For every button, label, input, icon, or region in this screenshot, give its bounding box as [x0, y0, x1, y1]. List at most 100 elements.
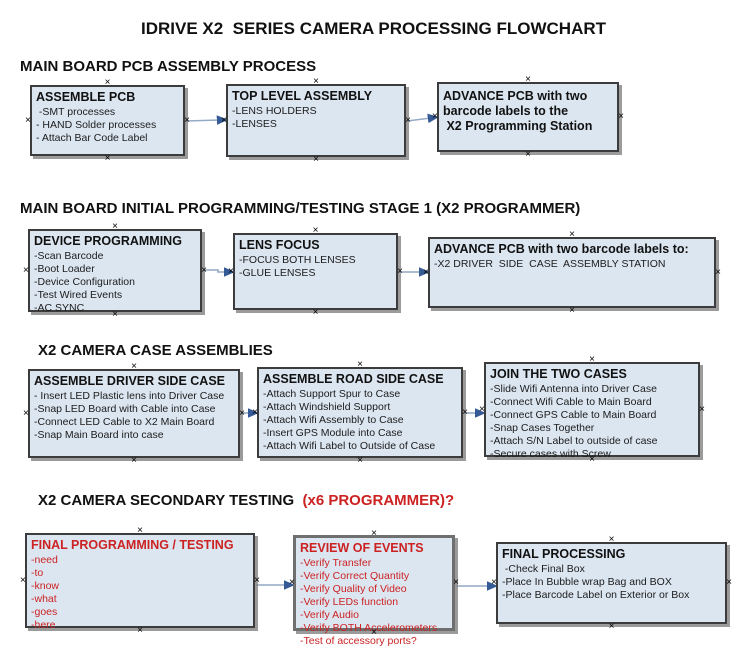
box-title: DEVICE PROGRAMMING — [34, 234, 182, 248]
box-title: ADVANCE PCB with two barcode labels to: — [434, 242, 689, 256]
box-title: TOP LEVEL ASSEMBLY — [232, 89, 373, 103]
box-item: -Verify Correct Quantity — [300, 570, 410, 582]
section-header-initial-programming: MAIN BOARD INITIAL PROGRAMMING/TESTING S… — [20, 200, 580, 218]
connection-handle-icon: × — [491, 577, 497, 588]
box-join-the-two-cases[interactable]: JOIN THE TWO CASES -Slide Wifi Antenna i… — [479, 355, 705, 465]
box-title: REVIEW OF EVENTS — [300, 541, 424, 555]
box-item: -SMT processes — [36, 106, 116, 118]
box-item: -Device Configuration — [34, 276, 135, 288]
box-item: -Attach S/N Label to outside of case — [490, 435, 658, 447]
connector-arrow[interactable] — [406, 113, 439, 124]
box-advance-pcb-to-programming-station[interactable]: ADVANCE PCB with two barcode labels to t… — [432, 75, 624, 160]
box-assemble-driver-side-case[interactable]: ASSEMBLE DRIVER SIDE CASE - Insert LED P… — [23, 362, 245, 466]
box-item: -Verify Quality of Video — [300, 583, 407, 595]
box-item: -Place Barcode Label on Exterior or Box — [502, 589, 690, 601]
box-advance-pcb-to-case-assembly[interactable]: ADVANCE PCB with two barcode labels to: … — [423, 230, 721, 316]
box-item: -Boot Loader — [34, 263, 95, 275]
box-items: - Insert LED Plastic lens into Driver Ca… — [34, 390, 234, 442]
box-item: -to — [31, 567, 44, 579]
box-items: -Check Final Box-Place In Bubble wrap Ba… — [502, 563, 721, 602]
box-title: ASSEMBLE PCB — [36, 90, 136, 104]
box-title: ASSEMBLE ROAD SIDE CASE — [263, 372, 444, 386]
connection-handle-icon: × — [462, 406, 468, 418]
box-item: -Insert GPS Module into Case — [263, 427, 403, 439]
box-item: -know — [31, 580, 60, 592]
connection-handle-icon: × — [254, 574, 260, 586]
connection-handle-icon: × — [313, 76, 319, 87]
box-item: -need — [31, 554, 58, 566]
page-title: IDRIVE X2 SERIES CAMERA PROCESSING FLOWC… — [140, 19, 607, 38]
connection-handle-icon: × — [453, 577, 459, 588]
box-assemble-pcb[interactable]: ASSEMBLE PCB -SMT processes- HAND Solder… — [25, 78, 190, 164]
box-device-programming[interactable]: DEVICE PROGRAMMING -Scan Barcode-Boot Lo… — [23, 222, 207, 320]
box-item: -Verify LEDs function — [300, 596, 399, 608]
connection-handle-icon: × — [239, 407, 245, 419]
box-item: -Attach Windshield Support — [263, 401, 391, 413]
connection-handle-icon: × — [184, 114, 190, 126]
connection-handle-icon: × — [371, 528, 377, 539]
box-final-processing[interactable]: FINAL PROCESSING -Check Final Box-Place … — [491, 535, 732, 632]
connector-arrow[interactable] — [185, 115, 228, 125]
box-item: -Connect LED Cable to X2 Main Board — [34, 416, 215, 428]
connection-handle-icon: × — [252, 406, 258, 418]
connection-handle-icon: × — [608, 534, 615, 545]
box-items: -SMT processes- HAND Solder processes- A… — [36, 106, 179, 145]
section-header-accent: (x6 PROGRAMMER)? — [302, 492, 455, 509]
connection-handle-icon: × — [479, 403, 485, 415]
connection-handle-icon: × — [228, 265, 234, 277]
connection-handle-icon: × — [131, 455, 137, 466]
box-title: LENS FOCUS — [239, 238, 320, 252]
box-items: -Slide Wifi Antenna into Driver Case-Con… — [490, 383, 694, 461]
box-item: -Check Final Box — [502, 563, 585, 575]
box-review-of-events[interactable]: REVIEW OF EVENTS -Verify Transfer-Verify… — [289, 529, 459, 648]
connection-handle-icon: × — [137, 525, 143, 536]
box-item: -goes — [31, 606, 58, 618]
box-items: -Verify Transfer-Verify Correct Quantity… — [300, 557, 448, 648]
connection-handle-icon: × — [525, 74, 531, 85]
connection-handle-icon: × — [699, 403, 705, 415]
box-item: -Place In Bubble wrap Bag and BOX — [502, 576, 672, 588]
box-items: -need-to-know-what-goes-here — [31, 554, 249, 632]
connection-handle-icon: × — [357, 455, 363, 466]
connection-handle-icon: × — [313, 154, 319, 165]
box-title: FINAL PROCESSING — [502, 547, 626, 561]
section-header-text: MAIN BOARD INITIAL PROGRAMMING/TESTING S… — [20, 200, 581, 217]
box-item: -AC SYNC — [34, 302, 85, 314]
connection-handle-icon: × — [23, 264, 29, 276]
box-item: -Verify BOTH Accelerometers — [300, 622, 438, 634]
box-title: ADVANCE PCB with two barcode labels to t… — [443, 89, 593, 133]
connection-handle-icon: × — [112, 221, 118, 232]
box-top-level-assembly[interactable]: TOP LEVEL ASSEMBLY -LENS HOLDERS-LENSES … — [221, 77, 411, 165]
box-assemble-road-side-case[interactable]: ASSEMBLE ROAD SIDE CASE -Attach Support … — [252, 360, 468, 466]
connection-handle-icon: × — [104, 153, 111, 164]
connection-handle-icon: × — [525, 149, 531, 160]
connection-handle-icon: × — [104, 77, 111, 88]
box-item: -Verify Transfer — [300, 557, 372, 569]
box-item: -what — [31, 593, 57, 605]
section-header-text: X2 CAMERA CASE ASSEMBLIES — [38, 342, 273, 359]
box-item: -Test Wired Events — [34, 289, 123, 301]
connection-handle-icon: × — [25, 114, 31, 126]
box-item: -FOCUS BOTH LENSES — [239, 254, 356, 266]
section-header-text: MAIN BOARD PCB ASSEMBLY PROCESS — [20, 58, 317, 75]
box-item: -here — [31, 619, 56, 631]
box-lens-focus[interactable]: LENS FOCUS -FOCUS BOTH LENSES-GLUE LENSE… — [228, 226, 403, 318]
box-item: -X2 DRIVER SIDE CASE ASSEMBLY STATION — [434, 258, 666, 270]
box-item: -Connect Wifi Cable to Main Board — [490, 396, 652, 408]
section-header-case-assemblies: X2 CAMERA CASE ASSEMBLIES — [38, 342, 273, 360]
section-header-text: X2 CAMERA SECONDARY TESTING — [38, 492, 303, 509]
box-final-programming-testing[interactable]: FINAL PROGRAMMING / TESTING -need-to-kno… — [20, 526, 260, 636]
box-item: -Connect GPS Cable to Main Board — [490, 409, 657, 421]
connection-handle-icon: × — [23, 407, 29, 419]
box-title: JOIN THE TWO CASES — [490, 367, 627, 381]
connection-handle-icon: × — [312, 225, 319, 236]
connection-handle-icon: × — [618, 111, 624, 122]
connection-handle-icon: × — [201, 264, 207, 276]
box-item: -GLUE LENSES — [239, 267, 316, 279]
box-item: -Test of accessory ports? — [300, 635, 417, 647]
connection-handle-icon: × — [397, 265, 403, 277]
box-items: -Attach Support Spur to Case-Attach Wind… — [263, 388, 457, 453]
connector-arrow[interactable] — [203, 267, 235, 277]
box-item: -LENS HOLDERS — [232, 105, 317, 117]
